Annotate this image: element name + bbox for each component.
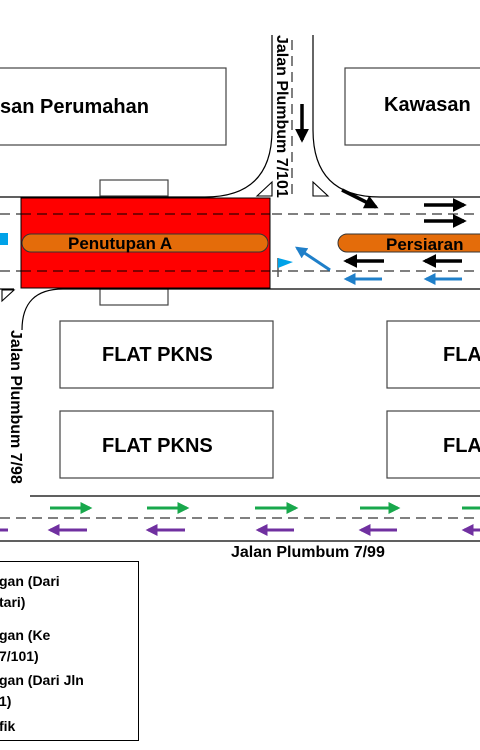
main-road-top-edge-left bbox=[0, 35, 273, 198]
road-vertical-top-label: Jalan Plumbum 7/101 bbox=[273, 35, 290, 198]
road-right-label: Persiaran bbox=[386, 235, 464, 254]
road-bottom-label: Jalan Plumbum 7/99 bbox=[231, 544, 385, 561]
flow-arrows-black bbox=[295, 104, 467, 268]
legend-item: fik bbox=[0, 718, 16, 734]
legend-item: gan (Ke 7/101) bbox=[0, 627, 51, 664]
block-top-left-label: san Perumahan bbox=[0, 96, 149, 118]
block-top-right bbox=[344, 67, 480, 146]
legend-item: gan (Dari Jln 1) bbox=[0, 672, 84, 709]
flat-block-2 bbox=[59, 410, 274, 479]
island-left bbox=[255, 180, 273, 197]
side-road-curve bbox=[21, 288, 64, 331]
small-block-bottom bbox=[99, 288, 169, 306]
closure-label: Penutupan A bbox=[68, 234, 172, 253]
island-right bbox=[312, 180, 330, 197]
island-bottom-left bbox=[1, 289, 16, 303]
arrow-icon bbox=[341, 188, 379, 209]
flat-1-label: FLAT PKNS bbox=[102, 344, 213, 366]
flat-2-label: FLAT PKNS bbox=[102, 435, 213, 457]
legend-item: gan (Dari tari) bbox=[0, 573, 60, 610]
median-left bbox=[21, 233, 269, 253]
flat-block-3 bbox=[386, 320, 480, 389]
flat-block-4 bbox=[386, 410, 480, 479]
road-vertical-left-label: Jalan Plumbum 7/98 bbox=[7, 330, 24, 484]
legend-box: gan (Dari tari) gan (Ke 7/101) gan (Dari… bbox=[0, 561, 139, 741]
flag-icon bbox=[0, 233, 8, 245]
flow-arrows-blue bbox=[295, 246, 462, 285]
median-right bbox=[337, 233, 480, 253]
small-block-top bbox=[99, 179, 169, 197]
arrow-icon bbox=[295, 246, 331, 272]
corner-islands bbox=[1, 180, 330, 303]
block-top-right-label: Kawasan bbox=[384, 94, 471, 116]
block-top-left bbox=[0, 67, 227, 146]
flat-4-label: FLA bbox=[443, 435, 480, 457]
building-blocks bbox=[0, 67, 480, 479]
flag-icon bbox=[277, 258, 293, 277]
flat-block-1 bbox=[59, 320, 274, 389]
flat-3-label: FLA bbox=[443, 344, 480, 366]
